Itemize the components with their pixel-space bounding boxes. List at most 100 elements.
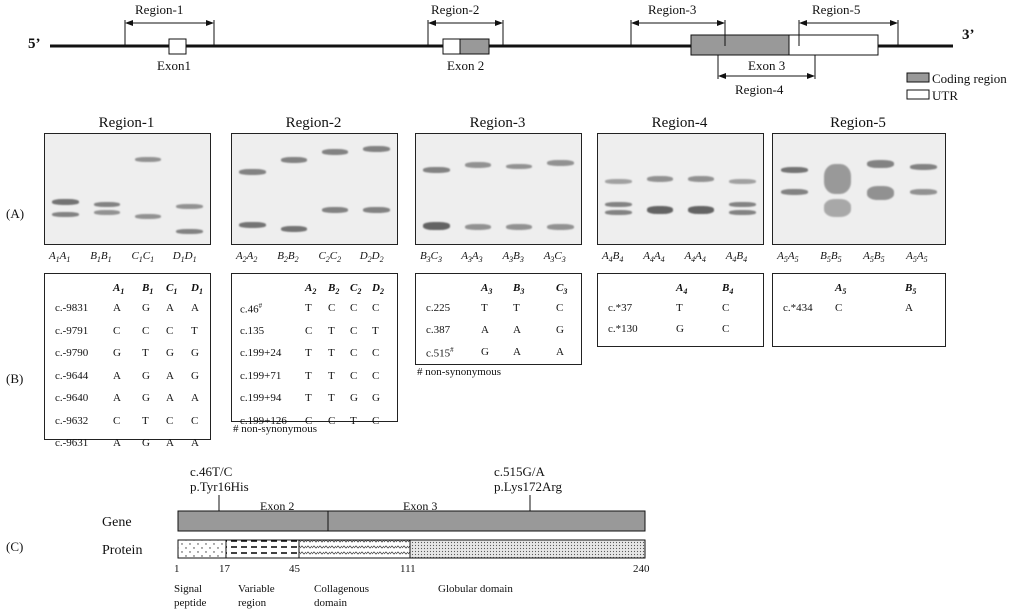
- genotype-cell: T: [350, 414, 357, 427]
- variant-position: c.-9831: [55, 302, 89, 314]
- gel-band: [646, 206, 674, 214]
- genotype-cell: T: [513, 302, 520, 314]
- variant-position: c.135: [240, 324, 265, 337]
- genotype-cell: G: [372, 392, 380, 404]
- position-111: 111: [400, 563, 416, 575]
- genotype-cell: G: [142, 369, 150, 382]
- genotype-cell: A: [113, 369, 121, 382]
- gel-band: [729, 202, 756, 207]
- gel-image-5: [772, 133, 946, 245]
- variant-position: c.*130: [608, 323, 638, 335]
- gel-band: [93, 202, 121, 207]
- table-header: B5: [905, 282, 917, 297]
- gene-exon-3-label: Exon 3: [403, 499, 438, 513]
- lane-label: C2C2: [318, 250, 342, 265]
- gel-band: [909, 164, 938, 170]
- protein-row-label: Protein: [102, 543, 143, 558]
- genotype-cell: C: [722, 323, 730, 335]
- gene-exon-2-label: Exon 2: [260, 499, 295, 513]
- gel-image-4: [597, 133, 764, 245]
- genotype-cell: G: [142, 437, 150, 449]
- table-header: C1: [166, 282, 178, 297]
- genotype-cell: C: [142, 324, 150, 337]
- variant-position: c.-9632: [55, 414, 89, 427]
- domain-globular-label: Globular domain: [438, 583, 513, 595]
- panel-label-c: (C): [6, 539, 24, 554]
- gel-band: [176, 204, 203, 209]
- variant-position: c.*37: [608, 302, 633, 314]
- legend-coding-label: Coding region: [932, 71, 1007, 86]
- genotype-cell: T: [328, 347, 335, 359]
- genotype-cell: A: [113, 392, 121, 404]
- gel-band: [93, 210, 121, 215]
- genotype-cell: C: [835, 302, 843, 314]
- gel-band: [823, 199, 852, 217]
- genotype-cell: A: [191, 437, 199, 449]
- gel-band: [239, 169, 266, 175]
- genotype-cell: G: [166, 347, 174, 359]
- lane-label: A1A1: [48, 250, 71, 265]
- domain-collagenous-line1: Collagenous: [314, 583, 369, 595]
- table-header: D2: [372, 282, 384, 297]
- genotype-cell: A: [166, 302, 174, 314]
- lane-label: A3C3: [543, 250, 566, 265]
- genotype-cell: C: [166, 414, 174, 427]
- genotype-cell: T: [142, 414, 149, 427]
- table-header: C3: [556, 282, 568, 297]
- gel-band: [605, 202, 632, 207]
- domain-signal-line2: peptide: [174, 597, 207, 609]
- genotype-cell: T: [328, 324, 335, 337]
- genotype-cell: C: [372, 414, 380, 427]
- genotype-cell: G: [142, 392, 150, 404]
- gel-band: [280, 226, 308, 232]
- genotype-cell: A: [513, 346, 521, 358]
- genotype-cell: A: [191, 392, 199, 404]
- lane-label: A2A2: [235, 250, 258, 265]
- genotype-cell: G: [481, 346, 489, 358]
- region-2-label: Region-2: [431, 2, 480, 17]
- lane-label: D2D2: [359, 250, 384, 265]
- genotype-cell: G: [191, 347, 199, 359]
- genotype-cell: C: [191, 414, 199, 427]
- gel-band: [547, 224, 574, 230]
- gel-image-3: [415, 133, 582, 245]
- gel-band: [823, 164, 852, 194]
- genotype-cell: C: [113, 324, 121, 337]
- mutation-2-protein: p.Lys172Arg: [494, 479, 563, 494]
- gene-map: [50, 20, 953, 100]
- gel-band: [646, 176, 674, 182]
- gel-band: [605, 179, 632, 184]
- exon-1-label: Exon1: [157, 58, 191, 73]
- table-header: B3: [513, 282, 525, 297]
- genotype-cell: A: [166, 392, 174, 404]
- genotype-cell: T: [328, 392, 335, 404]
- genotype-cell: C: [556, 302, 564, 314]
- genotype-cell: C: [350, 302, 358, 314]
- variant-position: c.199+94: [240, 392, 282, 404]
- variant-position: c.-9790: [55, 347, 89, 359]
- genotype-cell: C: [166, 324, 174, 337]
- genotype-cell: A: [113, 302, 121, 314]
- variant-position: c.199+24: [240, 347, 282, 359]
- non-synonymous-note: # non-synonymous: [233, 423, 318, 435]
- lane-label: C1C1: [131, 250, 155, 265]
- genotype-cell: A: [191, 302, 199, 314]
- region-4-label: Region-4: [735, 82, 784, 97]
- table-header: B2: [328, 282, 340, 297]
- table-header: C2: [350, 282, 362, 297]
- gel-band: [866, 160, 895, 168]
- gel-image-2: [231, 133, 398, 245]
- lane-label: A4B4: [601, 250, 624, 265]
- domain-variable-line1: Variable: [238, 583, 275, 595]
- lane-label: A5B5: [863, 250, 885, 265]
- gel-band: [134, 214, 162, 219]
- panel-label-a: (A): [6, 206, 25, 221]
- gel-title-3: Region-3: [469, 115, 526, 131]
- lane-label: A4B4: [725, 250, 748, 265]
- genotype-cell: T: [676, 302, 683, 314]
- position-17: 17: [219, 563, 230, 575]
